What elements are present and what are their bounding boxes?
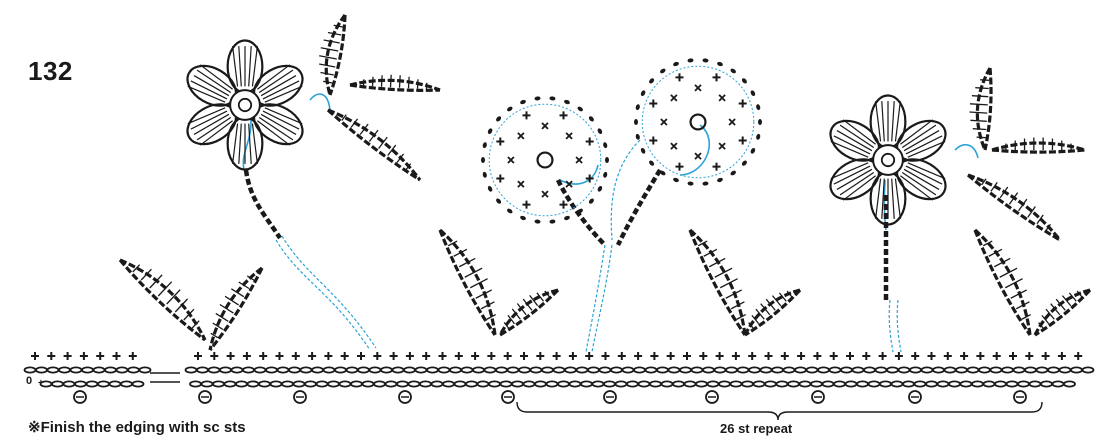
repeat-label: 26 st repeat	[720, 421, 793, 436]
repeat-bracket	[516, 401, 1043, 421]
guide-lines	[275, 139, 902, 353]
svg-text:0: 0	[26, 375, 32, 387]
guide-arrows	[242, 93, 979, 231]
footnote: ※Finish the edging with sc sts	[28, 419, 246, 436]
pattern-number: 132	[28, 56, 73, 86]
base-rows: + 0	[23, 351, 1095, 404]
